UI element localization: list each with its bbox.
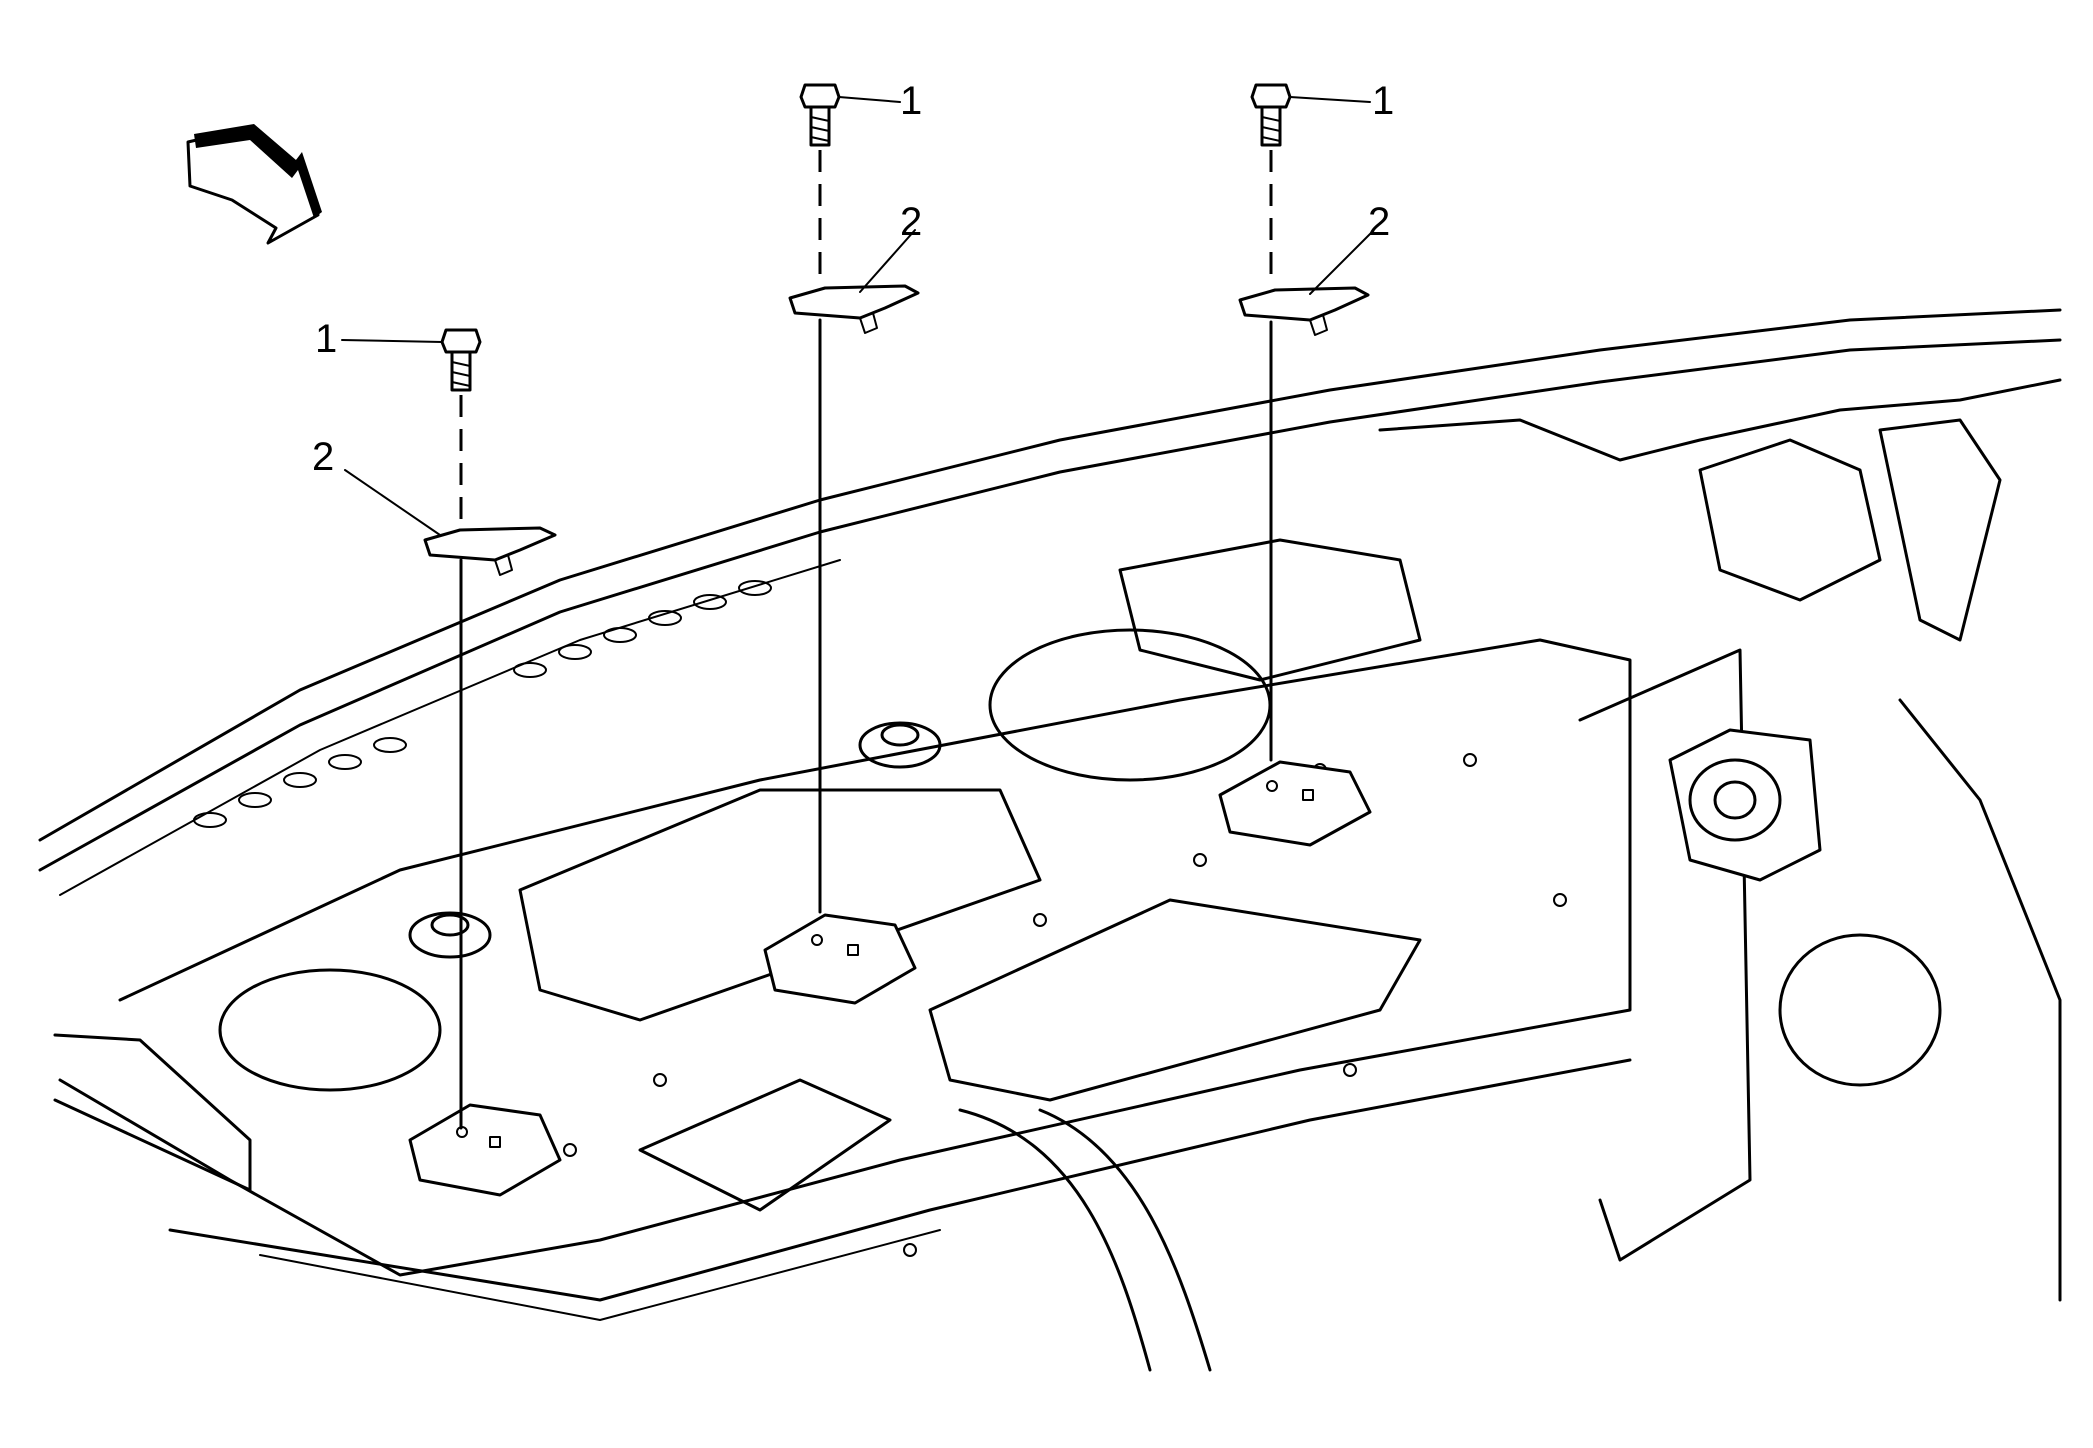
callout-center-bracket: 2 bbox=[900, 200, 922, 244]
callout-left-bracket: 2 bbox=[312, 435, 334, 479]
view-direction-arrow-icon bbox=[186, 124, 322, 245]
right-bolt bbox=[1250, 83, 1292, 147]
rear-compartment-panel-body bbox=[38, 308, 2062, 1372]
leader-lines bbox=[341, 96, 1373, 536]
callout-right-bolt: 1 bbox=[1372, 79, 1394, 123]
callout-left-bolt: 1 bbox=[315, 317, 337, 361]
module-bracket bbox=[1668, 728, 1822, 882]
mounting-pad-center bbox=[763, 913, 917, 1005]
callout-right-bracket: 2 bbox=[1368, 200, 1390, 244]
left-bracket-clip bbox=[423, 526, 557, 576]
mounting-pad-right bbox=[1218, 760, 1372, 847]
center-fastener-assembly bbox=[788, 83, 920, 914]
right-fastener-assembly bbox=[1238, 83, 1370, 762]
mounting-pad-left bbox=[408, 1103, 562, 1197]
center-bracket-clip bbox=[788, 284, 920, 334]
center-bolt bbox=[799, 83, 841, 147]
left-fastener-assembly bbox=[423, 328, 557, 1130]
shelf-hole-row bbox=[193, 580, 772, 828]
callout-center-bolt: 1 bbox=[900, 79, 922, 123]
left-bolt bbox=[440, 328, 482, 392]
right-bracket-clip bbox=[1238, 286, 1370, 336]
